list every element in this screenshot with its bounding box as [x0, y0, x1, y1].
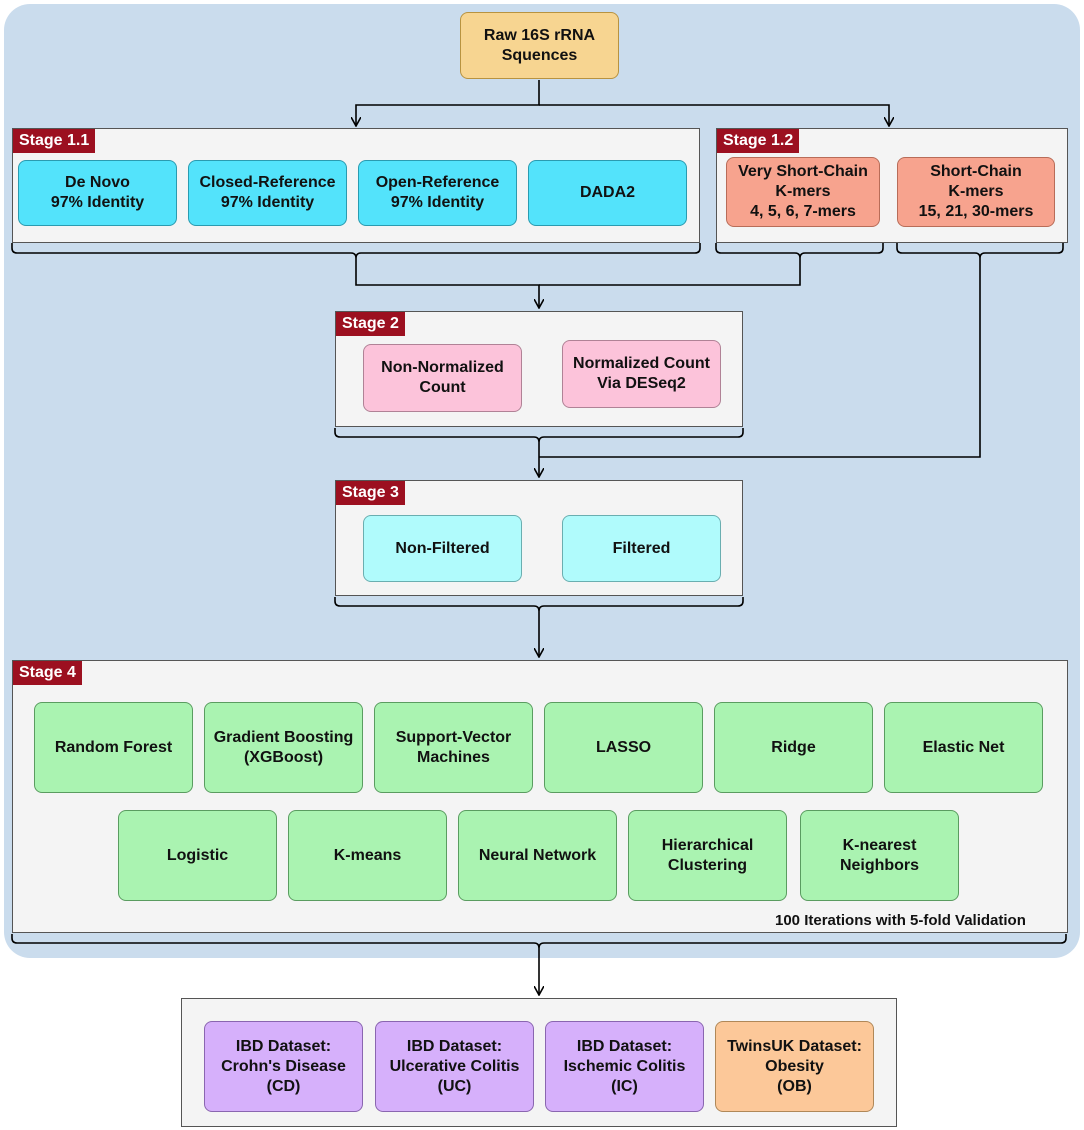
gradient-boosting-node: Gradient Boosting (XGBoost) [204, 702, 363, 793]
stage-3-tag: Stage 3 [336, 481, 405, 505]
dada2-node: DADA2 [528, 160, 687, 226]
open-reference-node: Open-Reference 97% Identity [358, 160, 517, 226]
ridge-node: Ridge [714, 702, 873, 793]
random-forest-node: Random Forest [34, 702, 193, 793]
stage-4-tag: Stage 4 [13, 661, 82, 685]
hierarchical-clustering-node: Hierarchical Clustering [628, 810, 787, 901]
k-nearest-neighbors-node: K-nearest Neighbors [800, 810, 959, 901]
filtered-node: Filtered [562, 515, 721, 582]
short-chain-kmers-node: Short-Chain K-mers 15, 21, 30-mers [897, 157, 1055, 227]
de-novo-node: De Novo 97% Identity [18, 160, 177, 226]
lasso-node: LASSO [544, 702, 703, 793]
closed-reference-node: Closed-Reference 97% Identity [188, 160, 347, 226]
normalized-count-deseq2-node: Normalized Count Via DESeq2 [562, 340, 721, 408]
non-normalized-count-node: Non-Normalized Count [363, 344, 522, 412]
k-means-node: K-means [288, 810, 447, 901]
ibd-ischemic-colitis-node: IBD Dataset: Ischemic Colitis (IC) [545, 1021, 704, 1112]
stage-1-2-tag: Stage 1.2 [717, 129, 800, 153]
stage-2-tag: Stage 2 [336, 312, 405, 336]
ibd-ulcerative-colitis-node: IBD Dataset: Ulcerative Colitis (UC) [375, 1021, 534, 1112]
twinsuk-obesity-node: TwinsUK Dataset: Obesity (OB) [715, 1021, 874, 1112]
very-short-chain-kmers-node: Very Short-Chain K-mers 4, 5, 6, 7-mers [726, 157, 880, 227]
neural-network-node: Neural Network [458, 810, 617, 901]
logistic-node: Logistic [118, 810, 277, 901]
support-vector-machines-node: Support-Vector Machines [374, 702, 533, 793]
stage-1-1-tag: Stage 1.1 [13, 129, 96, 153]
elastic-net-node: Elastic Net [884, 702, 1043, 793]
iterations-note: 100 Iterations with 5-fold Validation [775, 912, 1026, 929]
raw-sequences-node: Raw 16S rRNA Squences [460, 12, 619, 79]
ibd-crohns-disease-node: IBD Dataset: Crohn's Disease (CD) [204, 1021, 363, 1112]
non-filtered-node: Non-Filtered [363, 515, 522, 582]
